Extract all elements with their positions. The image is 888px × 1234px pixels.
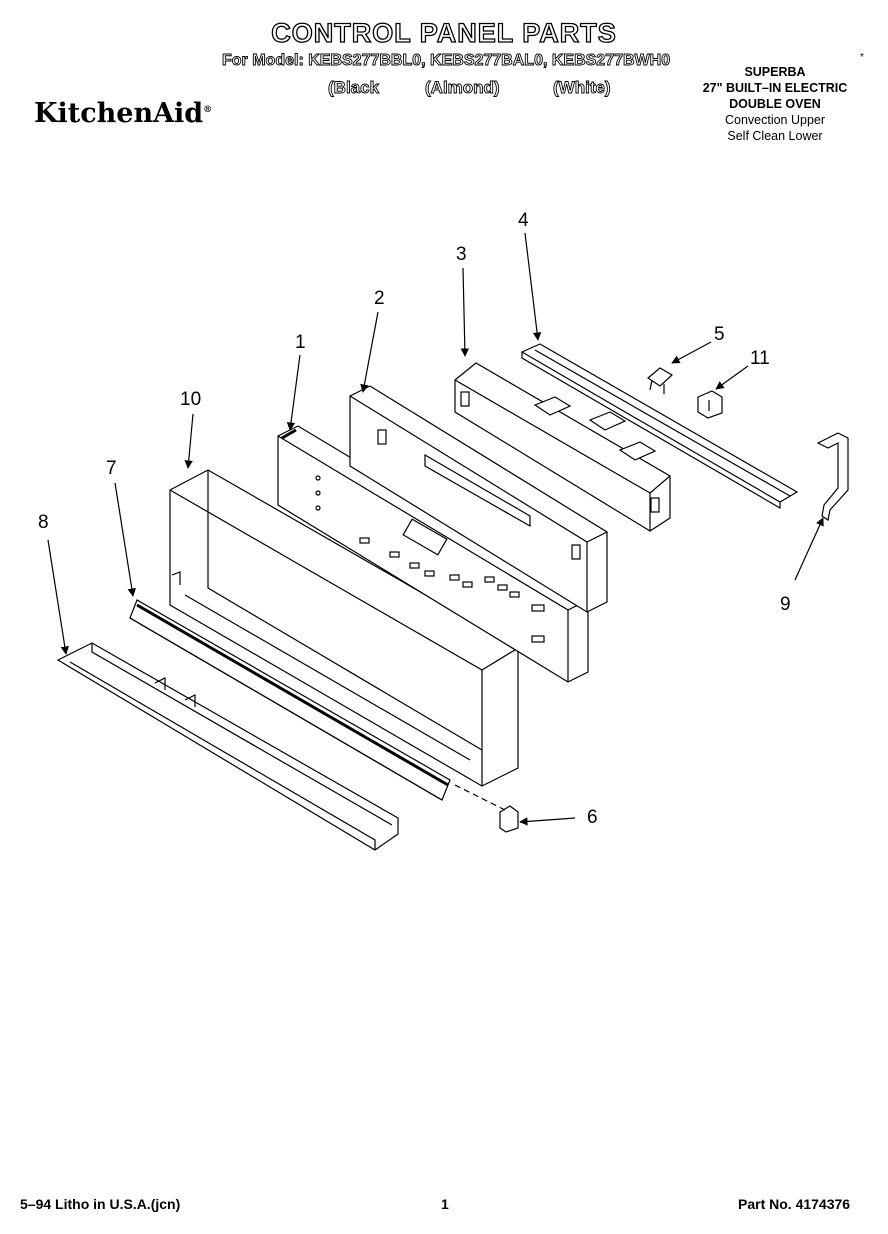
desc-line-1: SUPERBA <box>744 65 806 79</box>
callout-numbers: 1 2 3 4 5 6 7 8 9 10 11 <box>38 210 791 828</box>
part-4-mounting-rail <box>520 343 799 510</box>
page-title: CONTROL PANEL PARTS <box>271 17 617 48</box>
leader-lines <box>47 232 824 826</box>
callout-10: 10 <box>180 389 201 410</box>
part-3-control-board <box>454 362 671 532</box>
part-8-bottom-trim <box>56 642 399 851</box>
part-5-clip <box>646 367 674 394</box>
footer-part-number: Part No. 4174376 <box>738 1196 851 1212</box>
callout-1: 1 <box>295 332 306 353</box>
model-line: For Model: KEBS277BBL0, KEBS277BAL0, KEB… <box>222 52 671 70</box>
part-6-clip <box>454 784 519 833</box>
part-7-trim-strip <box>129 599 451 801</box>
footer-page-number: 1 <box>441 1196 449 1212</box>
callout-2: 2 <box>374 288 385 309</box>
brand-name: KitchenAid <box>34 98 204 129</box>
desc-line-5: Self Clean Lower <box>727 129 823 143</box>
part-11-bracket <box>697 390 723 419</box>
callout-11: 11 <box>750 348 770 369</box>
part-10-panel-frame <box>169 469 519 787</box>
color-white: (White) <box>553 78 611 98</box>
asterisk-mark: * <box>860 52 864 63</box>
callout-9: 9 <box>780 594 791 615</box>
brand-logo: KitchenAid® <box>34 98 212 129</box>
desc-line-3: DOUBLE OVEN <box>729 97 821 111</box>
footer-litho: 5–94 Litho in U.S.A.(jcn) <box>20 1196 181 1212</box>
callout-5: 5 <box>714 324 725 345</box>
part-9-hanger <box>816 432 849 521</box>
color-black: (Black <box>328 78 380 98</box>
desc-line-2: 27" BUILT–IN ELECTRIC <box>702 81 848 95</box>
callout-8: 8 <box>38 512 49 533</box>
callout-6: 6 <box>587 807 598 828</box>
callout-7: 7 <box>106 458 117 479</box>
product-description: SUPERBA 27" BUILT–IN ELECTRIC DOUBLE OVE… <box>680 64 870 144</box>
trademark-mark: ® <box>203 105 213 115</box>
part-1-control-panel <box>277 425 589 683</box>
color-almond: (Almond) <box>425 78 500 98</box>
part-2-overlay <box>349 385 608 613</box>
callout-3: 3 <box>456 244 467 265</box>
desc-line-4: Convection Upper <box>724 113 826 127</box>
callout-4: 4 <box>518 210 529 231</box>
